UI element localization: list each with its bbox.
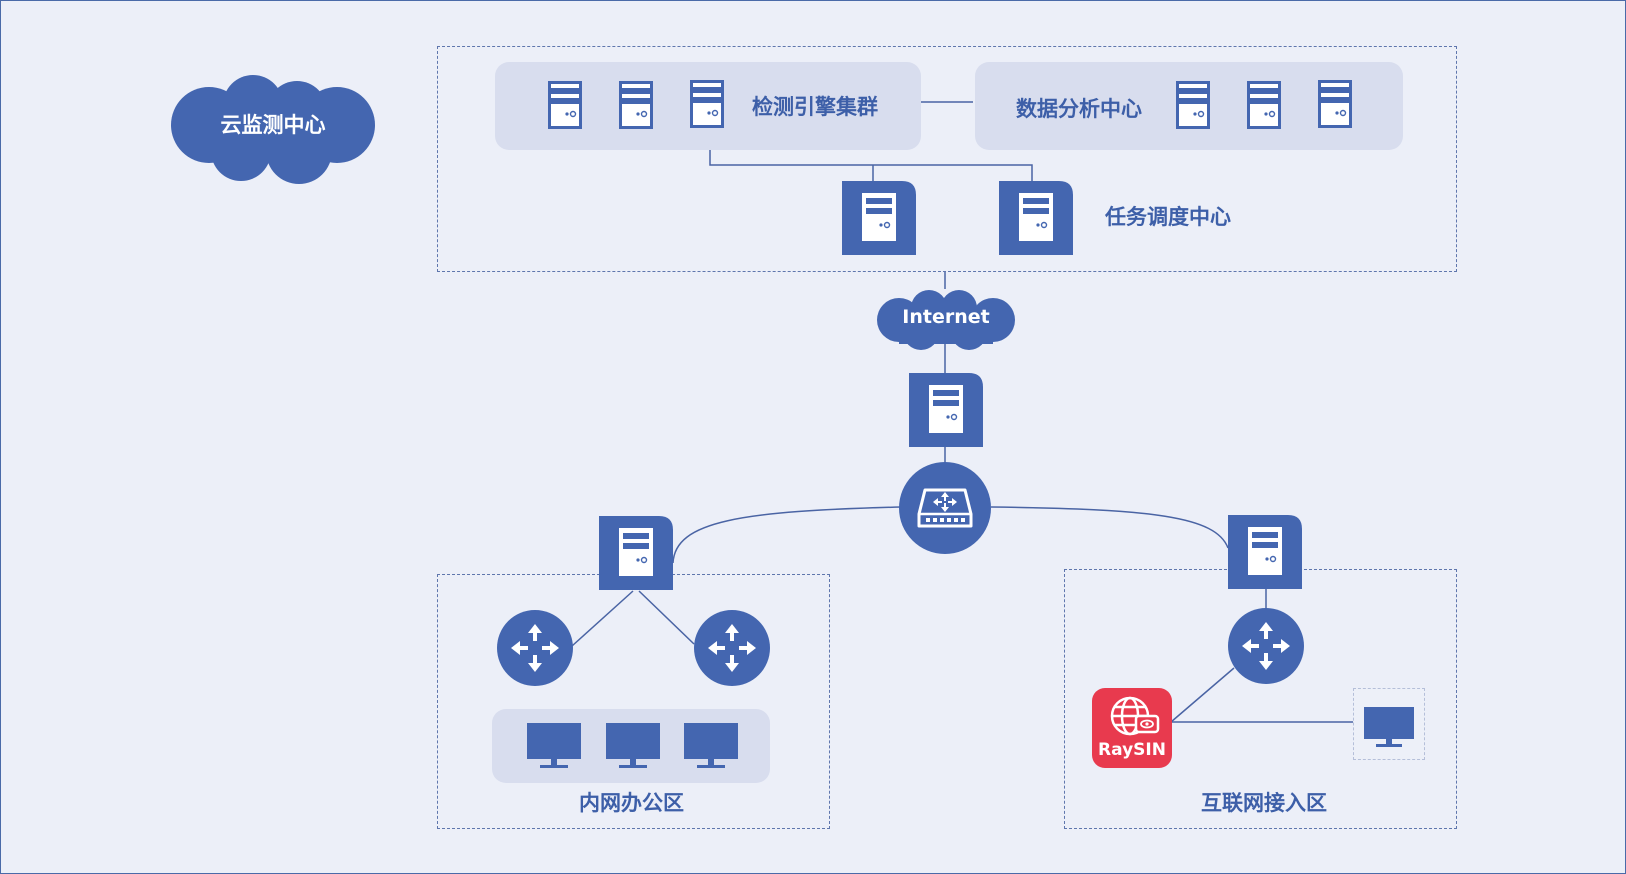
- intranet-gateway-server: [599, 516, 673, 590]
- cloud-icon: [171, 75, 375, 184]
- internet-gateway-server: [1228, 515, 1302, 589]
- switch-icon: [694, 610, 770, 686]
- server-tile-icon: [909, 373, 983, 447]
- internet-label: Internet: [902, 306, 990, 328]
- monitor-icon: [606, 723, 660, 768]
- dispatch-center-label: 任务调度中心: [1105, 205, 1231, 229]
- switch-icon: [1228, 608, 1304, 684]
- server-icon: [1247, 81, 1281, 129]
- server-icon: [690, 80, 724, 128]
- cloud-center-label: 云监测中心: [220, 113, 326, 137]
- gateway-server: [909, 373, 983, 447]
- server-tile-icon: [1228, 515, 1302, 589]
- monitor-icon: [527, 723, 581, 768]
- detection-server-2: [619, 81, 653, 129]
- intranet-zone-label: 内网办公区: [579, 791, 684, 815]
- router-icon: [899, 462, 991, 554]
- internet-cloud: [873, 286, 1019, 350]
- data-server-1: [1176, 81, 1210, 129]
- detection-cluster-label: 检测引擎集群: [752, 95, 878, 119]
- workstation-2: [606, 723, 660, 769]
- monitor-icon: [1364, 707, 1414, 747]
- core-router: [899, 462, 991, 554]
- server-icon: [1176, 81, 1210, 129]
- workstation-3: [684, 723, 738, 769]
- dispatch-server-1: [842, 181, 916, 255]
- intranet-switch-2: [694, 610, 770, 686]
- globe-eye-icon: [1110, 696, 1160, 736]
- workstation-1: [527, 723, 581, 769]
- server-tile-icon: [842, 181, 916, 255]
- internet-zone-label: 互联网接入区: [1201, 791, 1327, 815]
- dispatch-server-2: [999, 181, 1073, 255]
- server-icon: [1318, 80, 1352, 128]
- server-icon: [548, 81, 582, 129]
- detection-server-1: [548, 81, 582, 129]
- server-tile-icon: [999, 181, 1073, 255]
- intranet-switch-1: [497, 610, 573, 686]
- raysin-label: RaySIN: [1098, 740, 1166, 760]
- internet-switch: [1228, 608, 1304, 684]
- cloud-center: [169, 67, 377, 187]
- cloud-icon: [877, 290, 1015, 350]
- data-server-2: [1247, 81, 1281, 129]
- switch-icon: [497, 610, 573, 686]
- data-server-3: [1318, 80, 1352, 128]
- server-tile-icon: [599, 516, 673, 590]
- detection-server-3: [690, 80, 724, 128]
- server-icon: [619, 81, 653, 129]
- monitor-icon: [684, 723, 738, 768]
- raysin-device: RaySIN: [1092, 688, 1172, 768]
- cloud-zone: [437, 46, 1457, 272]
- data-center-label: 数据分析中心: [1016, 97, 1142, 121]
- internet-terminal: [1353, 688, 1425, 760]
